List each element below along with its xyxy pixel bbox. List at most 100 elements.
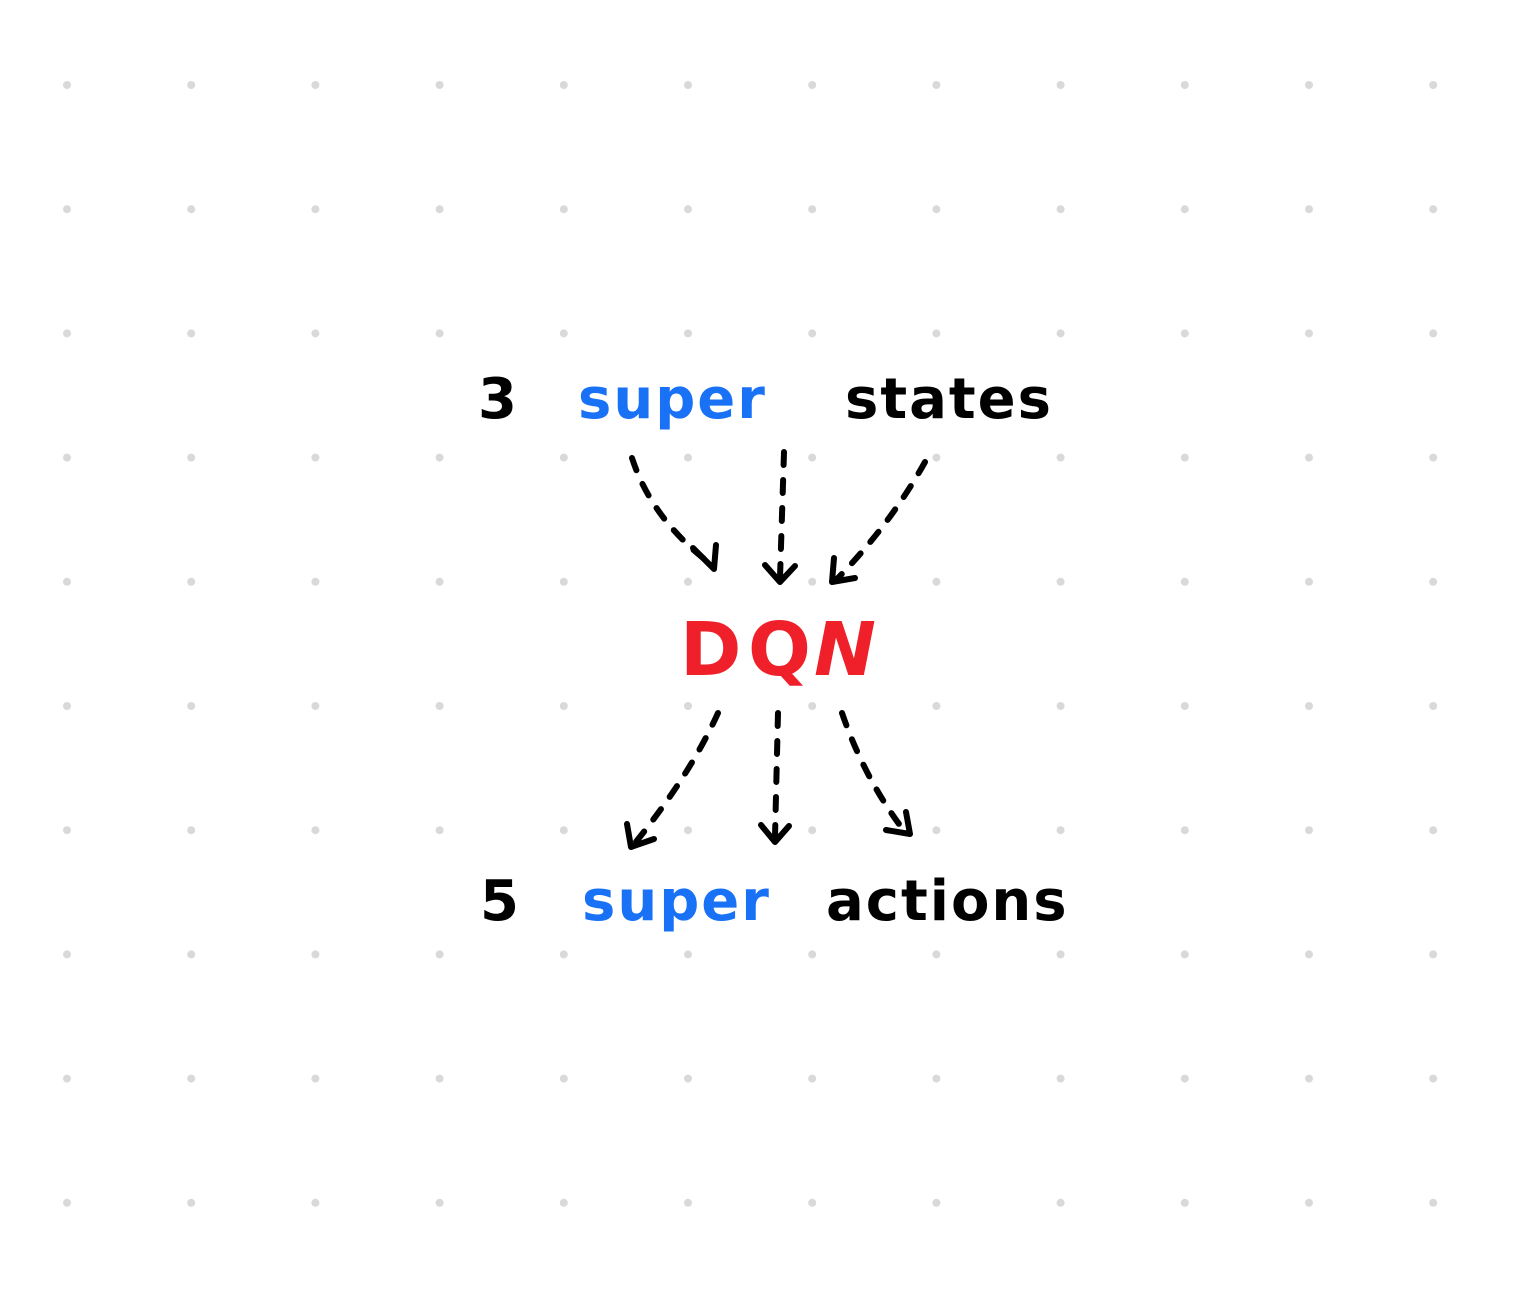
grid-dot <box>435 577 444 586</box>
grid-dot <box>808 950 817 959</box>
grid-dot <box>684 453 692 462</box>
grid-dot <box>1429 329 1438 338</box>
grid-dot <box>1429 1074 1438 1083</box>
grid-dot <box>187 453 196 462</box>
center-letter-q: Q <box>748 607 817 693</box>
grid-dot <box>932 81 941 89</box>
grid-dot <box>684 329 692 338</box>
grid-dot <box>1180 205 1189 214</box>
grid-dot <box>435 950 444 959</box>
center-letter-n: N <box>814 607 882 693</box>
grid-dot <box>684 950 692 959</box>
input-arrows <box>629 449 928 585</box>
grid-dot <box>559 826 568 835</box>
grid-dot <box>187 826 196 835</box>
output-arrow-right-head <box>883 809 913 837</box>
grid-dot <box>187 329 196 338</box>
grid-dot <box>1305 1074 1313 1083</box>
grid-dot <box>1305 1198 1313 1207</box>
grid-dot <box>63 1198 71 1207</box>
grid-dot <box>1305 81 1313 89</box>
grid-dot <box>684 81 692 89</box>
grid-dot <box>1429 1198 1438 1207</box>
grid-dot <box>808 702 817 710</box>
dot-grid-background <box>63 81 1438 1207</box>
grid-dot <box>187 577 196 586</box>
top-label-highlight: super <box>578 367 767 432</box>
grid-dot <box>932 1198 941 1207</box>
grid-dot <box>932 950 941 959</box>
grid-dot <box>1429 81 1438 89</box>
input-arrow-middle-head <box>762 562 798 585</box>
grid-dot <box>1180 329 1189 338</box>
grid-dot <box>311 329 320 338</box>
grid-dot <box>1056 577 1065 586</box>
grid-dot <box>63 81 71 89</box>
grid-dot <box>435 453 444 462</box>
grid-dot <box>932 577 941 586</box>
grid-dot <box>1056 205 1065 214</box>
grid-dot <box>1056 950 1065 959</box>
grid-dot <box>684 205 692 214</box>
grid-dot <box>1305 453 1313 462</box>
grid-dot <box>1180 702 1189 710</box>
grid-dot <box>1429 702 1438 710</box>
grid-dot <box>311 950 320 959</box>
grid-dot <box>1429 950 1438 959</box>
output-arrows <box>624 710 913 850</box>
grid-dot <box>1429 826 1438 835</box>
top-label-count: 3 <box>478 367 519 432</box>
grid-dot <box>311 1074 320 1083</box>
grid-dot <box>63 826 71 835</box>
grid-dot <box>808 329 817 338</box>
grid-dot <box>1305 950 1313 959</box>
grid-dot <box>1056 453 1065 462</box>
grid-dot <box>684 826 692 835</box>
input-arrow-left <box>629 455 715 568</box>
grid-dot <box>63 950 71 959</box>
grid-dot <box>808 81 817 89</box>
output-arrow-middle <box>772 710 781 840</box>
bottom-label-count: 5 <box>480 869 521 934</box>
grid-dot <box>1180 1198 1189 1207</box>
grid-dot <box>187 1198 196 1207</box>
grid-dot <box>1056 329 1065 338</box>
grid-dot <box>1305 205 1313 214</box>
grid-dot <box>1056 1198 1065 1207</box>
grid-dot <box>1305 329 1313 338</box>
grid-dot <box>932 826 941 835</box>
grid-dot <box>311 205 320 214</box>
center-letter-d: D <box>680 607 747 693</box>
grid-dot <box>1305 577 1313 586</box>
grid-dot <box>559 1198 568 1207</box>
input-arrow-middle <box>777 449 787 581</box>
grid-dot <box>559 1074 568 1083</box>
bottom-label-rest: actions <box>826 869 1069 934</box>
grid-dot <box>311 453 320 462</box>
output-arrow-right <box>839 710 908 835</box>
grid-dot <box>808 1198 817 1207</box>
grid-dot <box>187 81 196 89</box>
grid-dot <box>1429 577 1438 586</box>
grid-dot <box>311 1198 320 1207</box>
grid-dot <box>1056 826 1065 835</box>
grid-dot <box>435 1198 444 1207</box>
input-arrow-right <box>833 459 928 583</box>
grid-dot <box>63 205 71 214</box>
grid-dot <box>559 81 568 89</box>
grid-dot <box>932 453 941 462</box>
grid-dot <box>187 950 196 959</box>
grid-dot <box>1056 702 1065 710</box>
grid-dot <box>1180 453 1189 462</box>
grid-dot <box>435 81 444 89</box>
center-label-dqn: D Q N <box>680 607 882 693</box>
grid-dot <box>684 1198 692 1207</box>
grid-dot <box>932 1074 941 1083</box>
grid-dot <box>559 702 568 710</box>
grid-dot <box>435 702 444 710</box>
grid-dot <box>932 205 941 214</box>
grid-dot <box>1305 826 1313 835</box>
grid-dot <box>932 702 941 710</box>
grid-dot <box>435 329 444 338</box>
bottom-label-highlight: super <box>582 869 771 934</box>
